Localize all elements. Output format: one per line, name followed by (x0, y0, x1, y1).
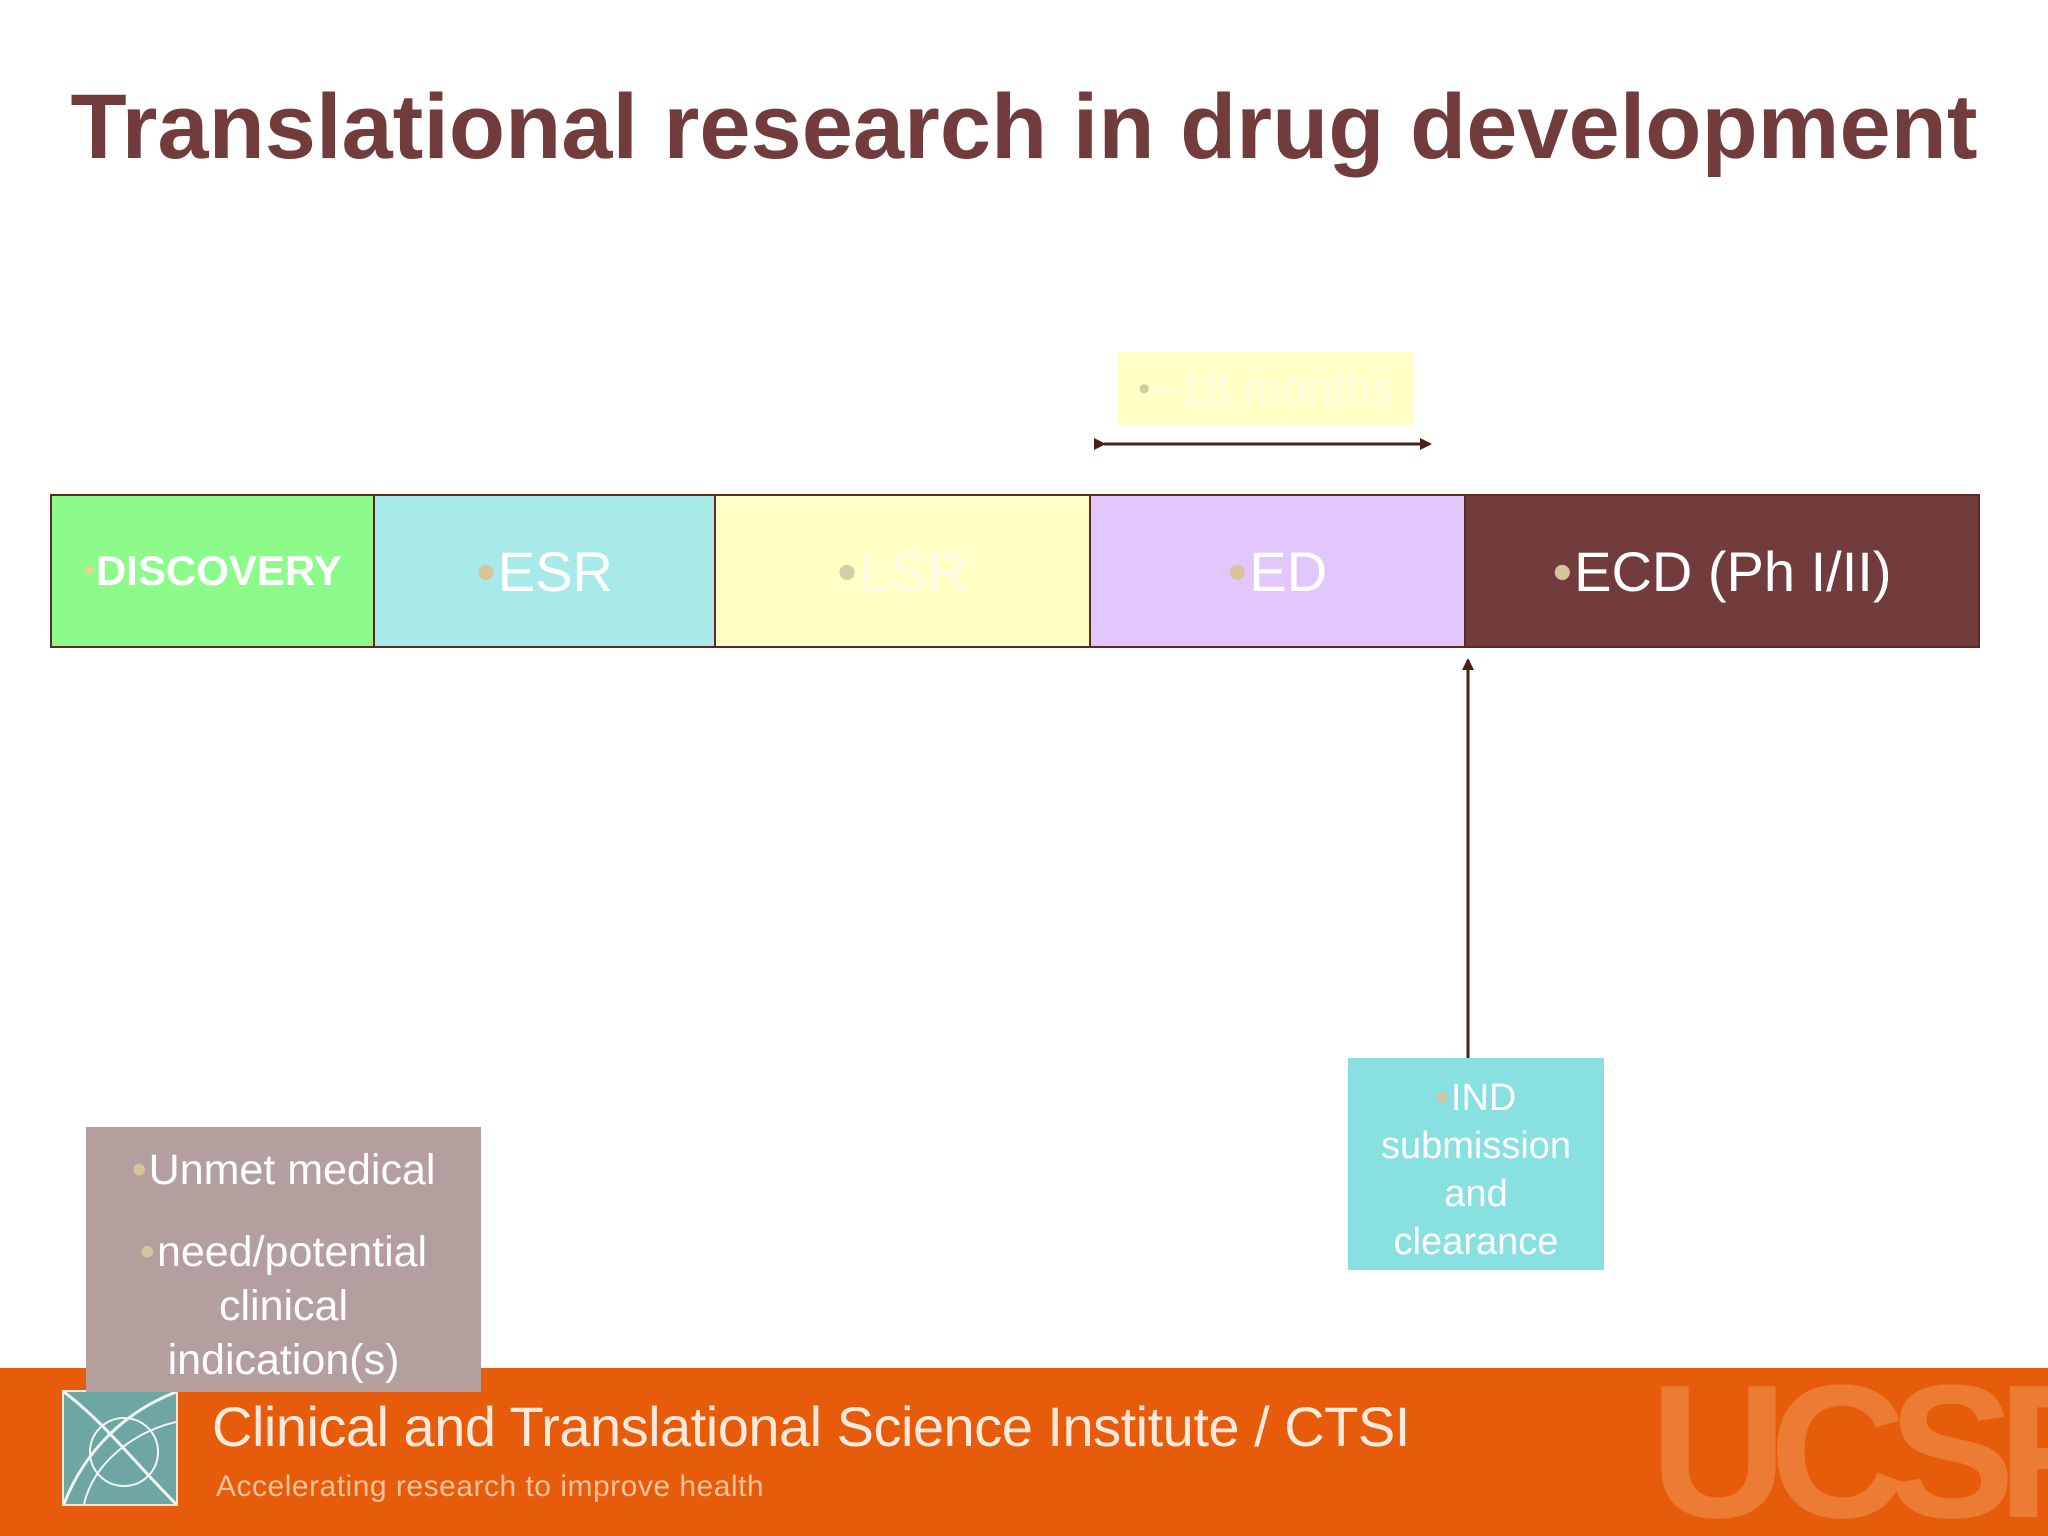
bullet-icon: • (139, 1228, 155, 1276)
bullet-icon: • (1552, 539, 1573, 603)
unmet-line: indication(s) (167, 1336, 400, 1384)
slide-title: Translational research in drug developme… (70, 76, 1978, 178)
bullet-icon: • (1227, 539, 1248, 603)
bullet-icon: • (837, 539, 857, 603)
unmet-need-callout: •Unmet medical •need/potential clinical … (86, 1127, 481, 1392)
ctsi-logo-graphic (62, 1390, 178, 1506)
ind-line: submission (1380, 1125, 1572, 1167)
stage-label: ED (1249, 539, 1328, 603)
ind-line-text: IND (1450, 1077, 1517, 1119)
stage-ecd: • ECD (Ph I/II) (1466, 494, 1980, 648)
bullet-icon: • (1138, 369, 1151, 408)
institute-name: Clinical and Translational Science Insti… (212, 1395, 1410, 1458)
stage-lsr: • LSR (716, 494, 1091, 648)
duration-label: • ~18 months (1118, 352, 1414, 426)
stage-label: ECD (Ph I/II) (1574, 539, 1892, 603)
footer-banner: Clinical and Translational Science Insti… (0, 1368, 2048, 1536)
stage-label: ESR (497, 539, 613, 603)
unmet-line-text: Unmet medical (148, 1146, 436, 1194)
bullet-icon: • (131, 1146, 147, 1194)
stage-label: LSR (858, 539, 968, 603)
stage-ed: • ED (1091, 494, 1466, 648)
stage-discovery: • DISCOVERY (50, 494, 375, 648)
duration-label-text: ~18 months (1152, 363, 1394, 415)
stage-label: DISCOVERY (95, 547, 342, 594)
unmet-line: •need/potential (86, 1225, 481, 1279)
bullet-icon: • (1435, 1077, 1449, 1119)
stage-esr: • ESR (375, 494, 716, 648)
ctsi-logo-icon (62, 1390, 178, 1506)
ind-line: and (1444, 1173, 1508, 1215)
unmet-line: clinical (218, 1282, 349, 1330)
stage-timeline: • DISCOVERY • ESR • LSR • ED • ECD (Ph I… (50, 494, 1980, 648)
unmet-line: •Unmet medical (86, 1143, 481, 1197)
institute-tagline: Accelerating research to improve health (216, 1470, 765, 1503)
bullet-icon: • (476, 539, 496, 603)
unmet-line-text: need/potential (156, 1228, 428, 1276)
ind-callout: •IND submission and clearance (1348, 1058, 1604, 1270)
ind-line: •IND (1348, 1074, 1604, 1122)
bullet-icon: • (83, 554, 94, 587)
ind-line: clearance (1393, 1221, 1559, 1263)
ucsf-watermark: UCSF (1650, 1368, 2048, 1536)
